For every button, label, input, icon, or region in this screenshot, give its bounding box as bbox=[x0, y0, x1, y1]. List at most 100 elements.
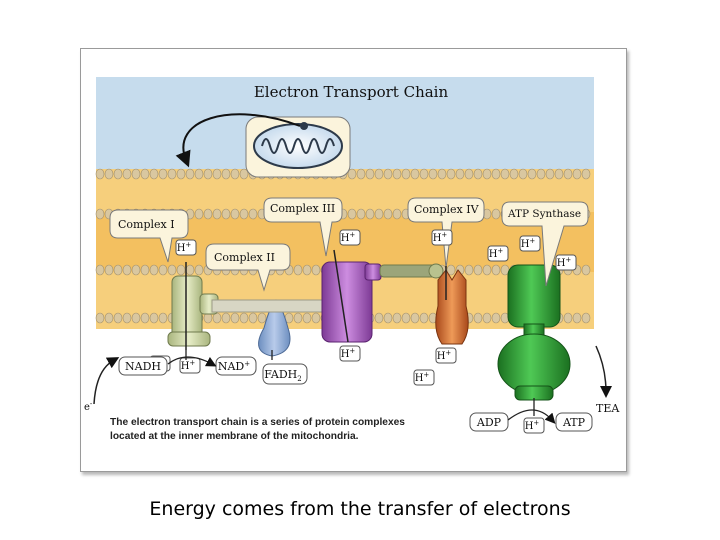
lipid-head bbox=[482, 312, 492, 324]
diagram-title: Electron Transport Chain bbox=[254, 83, 449, 101]
lipid-head bbox=[482, 264, 492, 276]
lipid-head bbox=[95, 208, 105, 220]
svg-text:H+: H+ bbox=[341, 347, 356, 360]
lipid-head bbox=[428, 168, 438, 180]
svg-text:H+: H+ bbox=[525, 419, 540, 432]
lipid-head bbox=[131, 312, 141, 324]
lipid-head bbox=[374, 312, 384, 324]
callout-complex-3: Complex III bbox=[263, 197, 343, 257]
lipid-head bbox=[167, 264, 177, 276]
nadh-to-nad-arrow bbox=[167, 356, 217, 367]
lipid-head bbox=[581, 312, 591, 324]
lipid-head bbox=[212, 168, 222, 180]
lipid-head bbox=[527, 168, 537, 180]
svg-text:H+: H+ bbox=[437, 349, 452, 362]
svg-text:NAD+: NAD+ bbox=[218, 360, 250, 373]
lipid-head bbox=[257, 312, 267, 324]
svg-text:Complex IV: Complex IV bbox=[414, 203, 480, 216]
atp-label: ATP bbox=[555, 412, 593, 432]
lipid-head bbox=[419, 168, 429, 180]
zoom-arrow-icon bbox=[175, 113, 301, 168]
lipid-head bbox=[230, 208, 240, 220]
tea-label: TEA bbox=[596, 402, 620, 415]
svg-text:H+: H+ bbox=[557, 256, 572, 269]
svg-text:Complex I: Complex I bbox=[118, 218, 175, 231]
lipid-head bbox=[410, 168, 420, 180]
lipid-head bbox=[491, 312, 501, 324]
callout-atp-synthase: ATP Synthase bbox=[501, 201, 589, 287]
h-plus-label: H+ bbox=[435, 347, 457, 364]
lipid-head bbox=[500, 168, 510, 180]
lipid-head bbox=[185, 168, 195, 180]
lipid-head bbox=[140, 312, 150, 324]
lipid-head bbox=[203, 208, 213, 220]
electron-exit-arrow bbox=[595, 345, 612, 398]
description-line-1: The electron transport chain is a series… bbox=[110, 417, 405, 428]
lipid-head bbox=[491, 168, 501, 180]
lipid-head bbox=[212, 312, 222, 324]
fadh2-label: FADH2 bbox=[262, 363, 308, 385]
lipid-head bbox=[491, 208, 501, 220]
lipid-head bbox=[212, 208, 222, 220]
cytochrome-c-icon bbox=[428, 263, 444, 279]
h-plus-label: H+ bbox=[519, 235, 541, 252]
lipid-head bbox=[437, 168, 447, 180]
svg-text:NADH: NADH bbox=[125, 360, 161, 373]
lipid-head bbox=[221, 168, 231, 180]
lipid-head bbox=[113, 168, 123, 180]
lipid-head bbox=[248, 312, 258, 324]
svg-text:FADH2: FADH2 bbox=[264, 368, 302, 383]
svg-text:Complex II: Complex II bbox=[214, 251, 275, 264]
lipid-head bbox=[104, 168, 114, 180]
lipid-head bbox=[383, 168, 393, 180]
lipid-head bbox=[347, 168, 357, 180]
lipid-head bbox=[167, 168, 177, 180]
lipid-head bbox=[239, 208, 249, 220]
lipid-head bbox=[392, 208, 402, 220]
h-plus-label: H+ bbox=[523, 417, 545, 434]
lipid-head bbox=[446, 168, 456, 180]
h-plus-label: H+ bbox=[431, 229, 453, 246]
lipid-head bbox=[419, 312, 429, 324]
proton-labels: H+H+H+H+H+H+H+H+H+H+H+H+ bbox=[149, 229, 577, 434]
adp-label: ADP bbox=[469, 412, 509, 432]
lipid-head bbox=[140, 168, 150, 180]
lipid-head bbox=[311, 312, 321, 324]
lipid-head bbox=[365, 208, 375, 220]
lipid-head bbox=[464, 168, 474, 180]
lipid-head bbox=[113, 312, 123, 324]
lipid-head bbox=[104, 312, 114, 324]
description-line-2: located at the inner membrane of the mit… bbox=[110, 431, 359, 442]
complex-3 bbox=[321, 261, 382, 343]
lipid-head bbox=[131, 264, 141, 276]
lipid-head bbox=[104, 264, 114, 276]
lipid-head bbox=[95, 168, 105, 180]
nad-label: NAD+ bbox=[215, 356, 257, 376]
lipid-head bbox=[194, 264, 204, 276]
lipid-head bbox=[149, 312, 159, 324]
lipid-head bbox=[221, 312, 231, 324]
h-plus-label: H+ bbox=[339, 345, 361, 362]
lipid-head bbox=[122, 264, 132, 276]
lipid-head bbox=[392, 312, 402, 324]
lipid-head bbox=[221, 208, 231, 220]
cristae-icon bbox=[261, 138, 335, 154]
lipid-head bbox=[149, 168, 159, 180]
lipid-head bbox=[410, 312, 420, 324]
svg-text:H+: H+ bbox=[415, 371, 430, 384]
lipid-head bbox=[383, 312, 393, 324]
lipid-head bbox=[374, 208, 384, 220]
slide-caption: Energy comes from the transfer of electr… bbox=[149, 498, 571, 520]
h-plus-label: H+ bbox=[555, 254, 577, 271]
h-plus-label: H+ bbox=[339, 229, 361, 246]
lipid-head bbox=[158, 168, 168, 180]
lipid-head bbox=[401, 168, 411, 180]
quinone-channel bbox=[211, 299, 331, 313]
svg-text:H+: H+ bbox=[177, 241, 192, 254]
lipid-head bbox=[554, 168, 564, 180]
lipid-head bbox=[122, 168, 132, 180]
lipid-head bbox=[518, 168, 528, 180]
lipid-head bbox=[374, 168, 384, 180]
lipid-head bbox=[176, 168, 186, 180]
svg-text:H+: H+ bbox=[341, 231, 356, 244]
